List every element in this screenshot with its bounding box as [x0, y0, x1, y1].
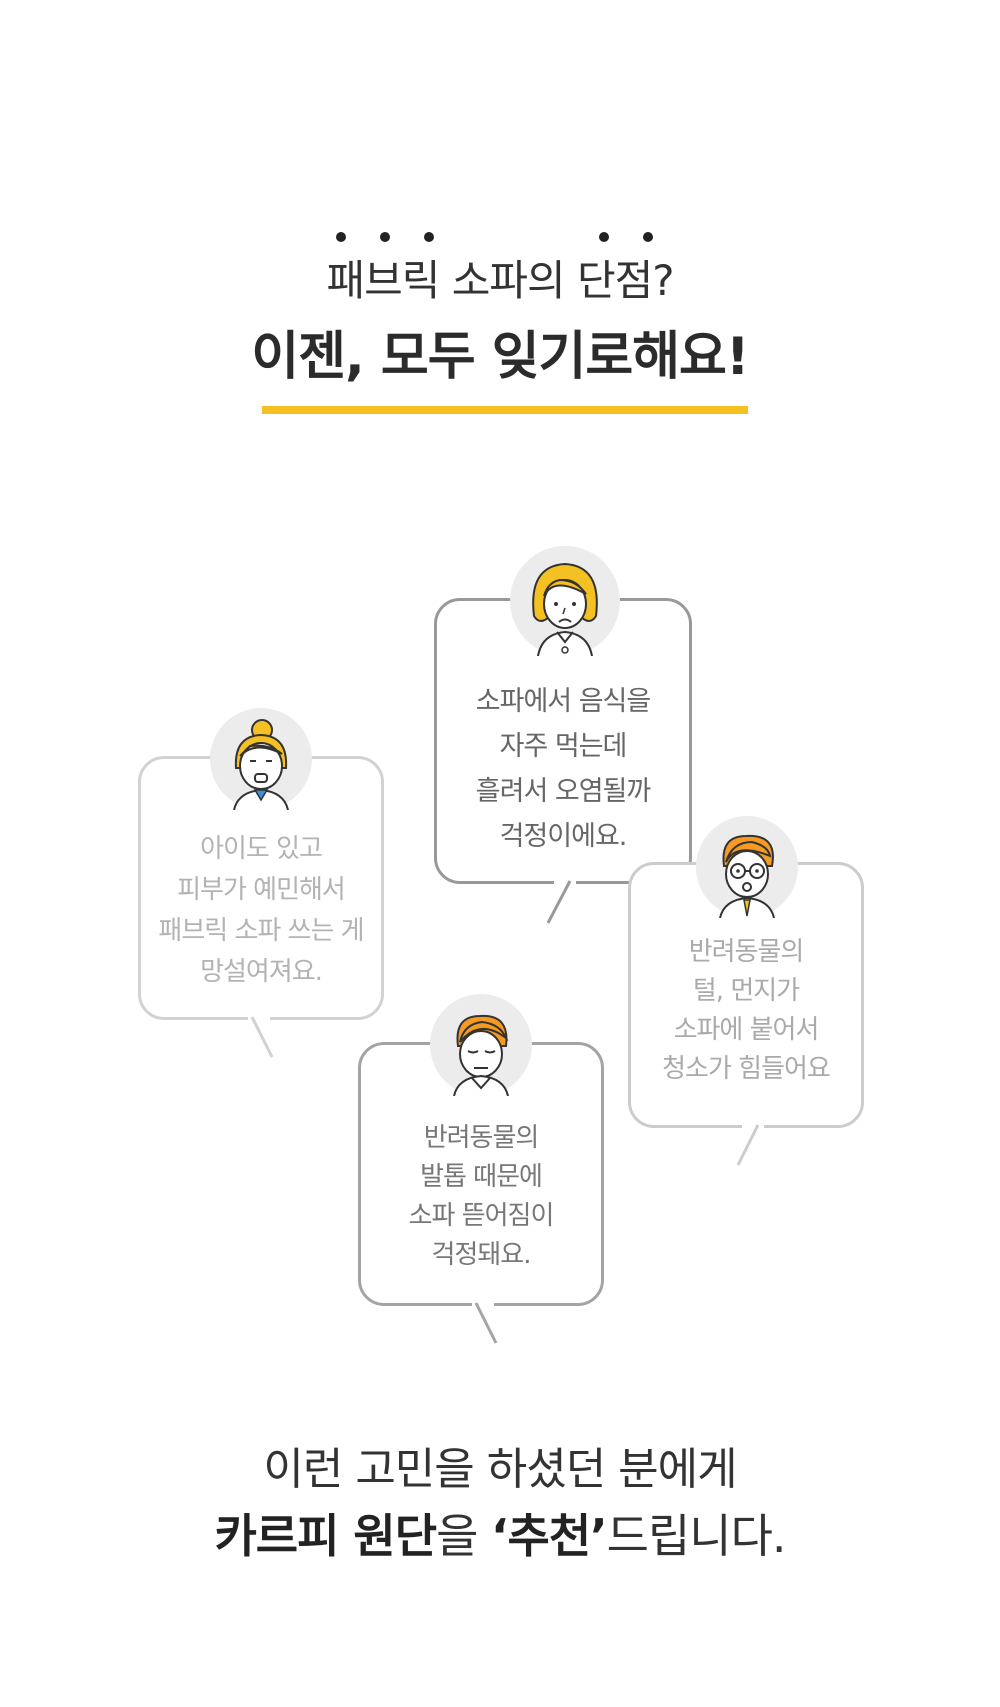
- bubble-line: 아이도 있고: [200, 834, 323, 864]
- bubble-line: 피부가 예민해서: [177, 875, 346, 905]
- emphasis-dot: [643, 232, 653, 242]
- bubble-line: 소파에 붙어서: [673, 1015, 820, 1045]
- bubble-line: 자주 먹는데: [499, 731, 628, 762]
- bubble-line: 걱정이에요.: [499, 821, 628, 852]
- emphasis-dot: [424, 232, 434, 242]
- emphasis-dot: [599, 232, 609, 242]
- bubble-line: 털, 먼지가: [692, 976, 800, 1006]
- man-tired-avatar-icon: [430, 994, 532, 1096]
- emphasis-dot: [336, 232, 346, 242]
- bubble-text: 소파에서 음식을 자주 먹는데 흘려서 오염될까 걱정이에요.: [437, 679, 689, 859]
- bubble-line: 걱정돼요.: [431, 1240, 532, 1270]
- closing-line-2: 카르피 원단을 ‘추천’드립니다.: [0, 1504, 1000, 1568]
- heading-subtitle: 패브릭 소파의 단점?: [326, 256, 674, 305]
- bubble-line: 소파에서 음식을: [475, 686, 651, 717]
- closing-quote: ‘추천’: [491, 1509, 608, 1563]
- speech-bubble-tail: [472, 1302, 498, 1344]
- closing-brand: 카르피 원단: [214, 1509, 437, 1563]
- bubble-line: 발톱 때문에: [420, 1162, 543, 1192]
- bubble-line: 패브릭 소파 쓰는 게: [158, 916, 364, 946]
- woman-bob-avatar-icon: [510, 546, 620, 656]
- bubble-text: 반려동물의 발톱 때문에 소파 뜯어짐이 걱정돼요.: [361, 1119, 601, 1275]
- closing-line-1: 이런 고민을 하셨던 분에게: [263, 1444, 737, 1495]
- bubble-line: 청소가 힘들어요: [662, 1054, 831, 1084]
- bubble-line: 흘려서 오염될까: [475, 776, 651, 807]
- emphasis-dot: [380, 232, 390, 242]
- bubble-line: 소파 뜯어짐이: [408, 1201, 555, 1231]
- emphasis-dots: [0, 232, 1000, 246]
- closing-particle: 을: [436, 1509, 492, 1563]
- speech-bubble-tail: [736, 1124, 764, 1166]
- speech-bubble-tail: [248, 1016, 274, 1058]
- speech-bubble-food-stain: 소파에서 음식을 자주 먹는데 흘려서 오염될까 걱정이에요.: [434, 598, 692, 884]
- heading-title: 이젠, 모두 잊기로해요!: [251, 327, 749, 387]
- heading-underline: [262, 406, 748, 414]
- speech-bubble-tail: [546, 880, 576, 924]
- bubble-line: 반려동물의: [423, 1123, 540, 1153]
- closing-ending: 드립니다.: [606, 1509, 787, 1563]
- bubble-text: 반려동물의 털, 먼지가 소파에 붙어서 청소가 힘들어요: [631, 933, 861, 1089]
- man-glasses-avatar-icon: [696, 816, 798, 918]
- bubble-line: 망설여져요.: [200, 957, 323, 987]
- bubble-text: 아이도 있고 피부가 예민해서 패브릭 소파 쓰는 게 망설여져요.: [141, 829, 381, 993]
- woman-bun-avatar-icon: [210, 708, 312, 810]
- bubble-line: 반려동물의: [688, 937, 805, 967]
